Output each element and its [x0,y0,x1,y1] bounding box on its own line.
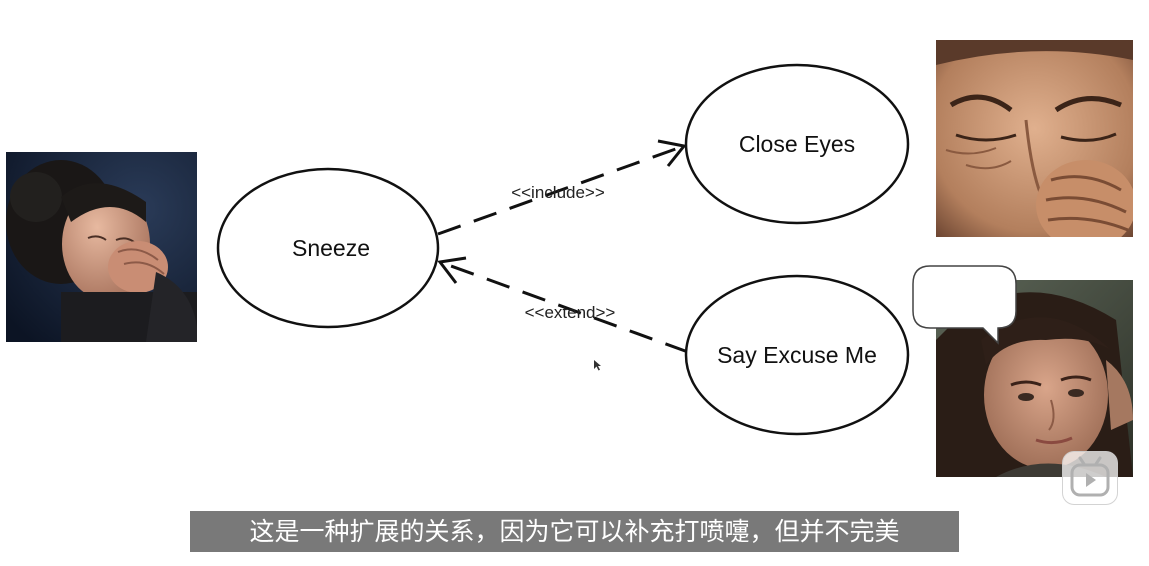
say-excuse-me-label: Say Excuse Me [717,342,877,368]
say-excuse-me-use-case[interactable] [684,274,910,436]
close-eyes-label: Close Eyes [739,131,855,157]
sneeze-label: Sneeze [292,235,370,261]
sneeze-use-case[interactable] [216,167,440,329]
include-relation-line [437,144,685,236]
speech-bubble [912,265,1017,345]
play-icon [1070,456,1110,497]
extend-arrowhead [437,256,467,284]
include-stereotype-label: <<include>> [511,183,605,202]
mouse-cursor-icon [594,360,601,371]
extend-relation-line [439,260,689,354]
sneezing-woman-photo [6,152,197,342]
video-subtitle: 这是一种扩展的关系，因为它可以补充打喷嚏，但并不完美 [190,511,959,552]
player-button[interactable] [1062,451,1118,505]
close-eyes-use-case[interactable] [684,63,910,225]
squinting-face-photo [936,40,1133,237]
include-arrowhead [657,139,687,167]
extend-stereotype-label: <<extend>> [525,303,616,322]
